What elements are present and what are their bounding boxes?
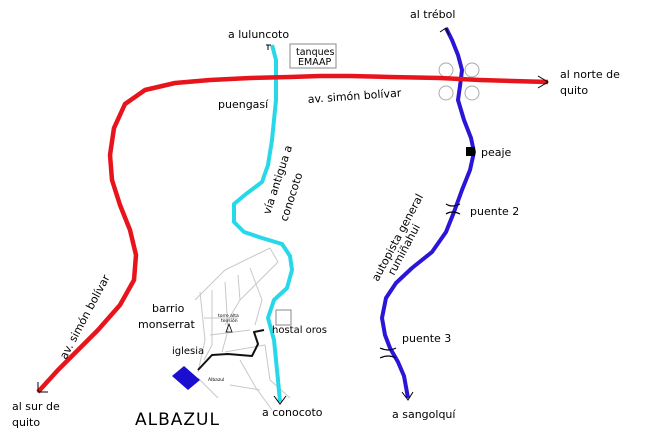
label-a-conocoto: a conocoto [262, 406, 323, 419]
label-barrio: barrio [152, 302, 185, 315]
label-albazul-title: ALBAZUL [135, 410, 220, 430]
neighborhood-streets [194, 247, 291, 411]
label-lulunсoto: a lulunсoto [228, 28, 289, 41]
arrow-conocoto-icon [273, 395, 287, 405]
bridge-puente-2-icon [445, 203, 461, 215]
label-al-sur-de: al sur de [12, 400, 60, 413]
via-antigua-road[interactable] [232, 44, 294, 403]
av-simon-bolivar-road[interactable] [36, 73, 549, 394]
label-sur-quito: quito [12, 416, 40, 429]
label-tanques: tanques [296, 47, 334, 58]
label-peaje: peaje [481, 146, 512, 159]
label-puente-3: puente 3 [402, 332, 451, 345]
bridges [379, 203, 461, 359]
label-av-simon-bolivar-top: av. simón bolívar [307, 86, 402, 106]
tower-icon [225, 322, 233, 333]
label-norte-quito: quito [560, 84, 588, 97]
marker-lulunсoto-icon [266, 44, 271, 50]
label-monserrat: monserrat [138, 318, 196, 331]
label-hostal-oros: hostal oros [272, 325, 327, 336]
albazul-lot[interactable] [172, 366, 200, 390]
arrow-sangolqui-icon [401, 391, 414, 401]
label-al-norte-de: al norte de [560, 68, 620, 81]
peaje-toll-marker[interactable] [466, 147, 475, 156]
label-av-simon-bolivar-left: av. simón bolívar [57, 272, 113, 361]
arrow-trebol-icon [439, 27, 450, 36]
arrow-norte-icon [537, 75, 549, 89]
label-emaap: EMAAP [298, 57, 331, 68]
label-a-sangolqui: a sangolquí [392, 408, 456, 421]
bridge-puente-3-icon [379, 347, 397, 359]
label-tension: tensión [221, 317, 238, 324]
label-puengasi: puengasí [218, 98, 269, 111]
hostal-oros-box[interactable] [275, 309, 292, 326]
arrow-sur-icon [37, 382, 48, 393]
tanques-emaap-box[interactable] [289, 43, 337, 69]
label-al-trebol: al trébol [410, 8, 455, 21]
label-iglesia: iglesia [172, 346, 204, 357]
label-lot-tag: Albazul [208, 377, 224, 383]
access-path[interactable] [197, 329, 265, 371]
label-puente-2: puente 2 [470, 205, 519, 218]
label-torre-alta: torre alta [218, 313, 239, 319]
arrowheads [37, 27, 549, 405]
